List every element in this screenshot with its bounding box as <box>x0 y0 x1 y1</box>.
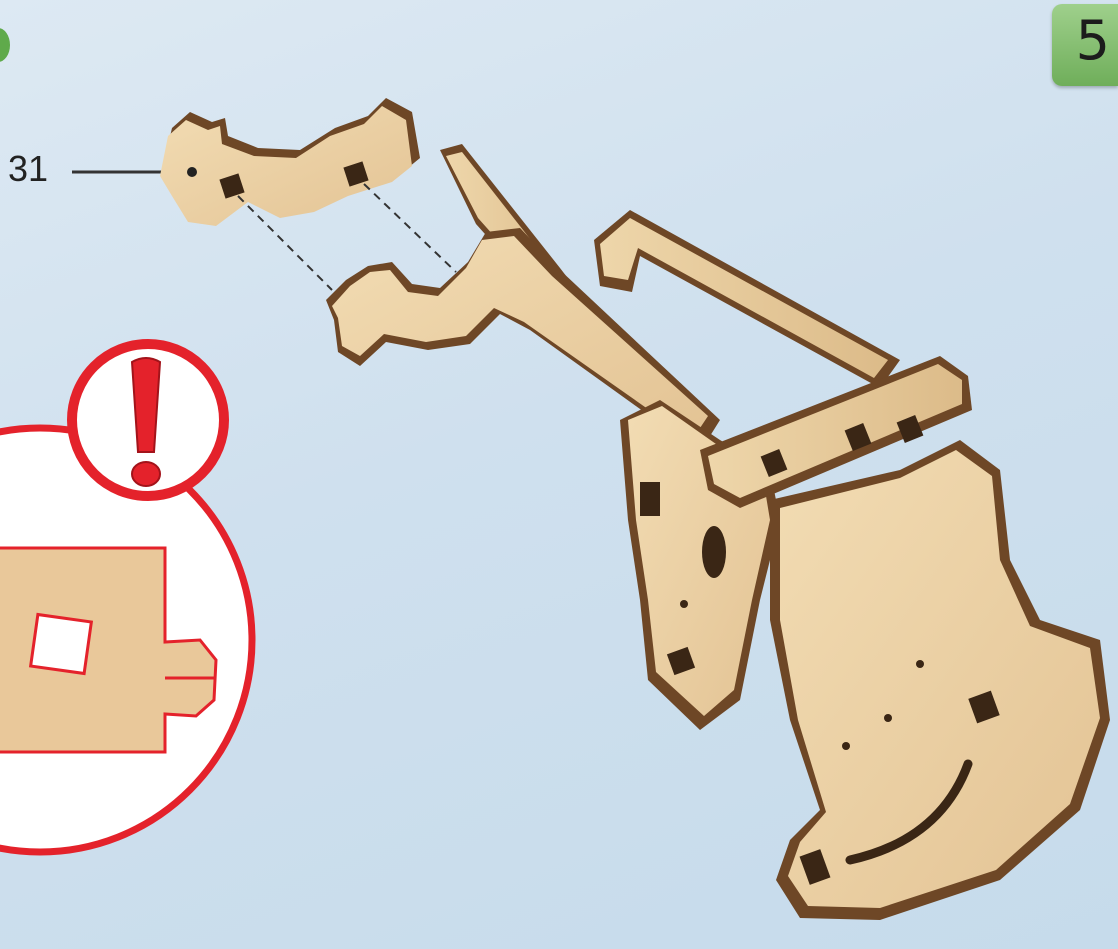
rocker-base <box>770 440 1110 920</box>
part-31 <box>160 98 420 226</box>
exclamation-icon <box>72 344 224 496</box>
